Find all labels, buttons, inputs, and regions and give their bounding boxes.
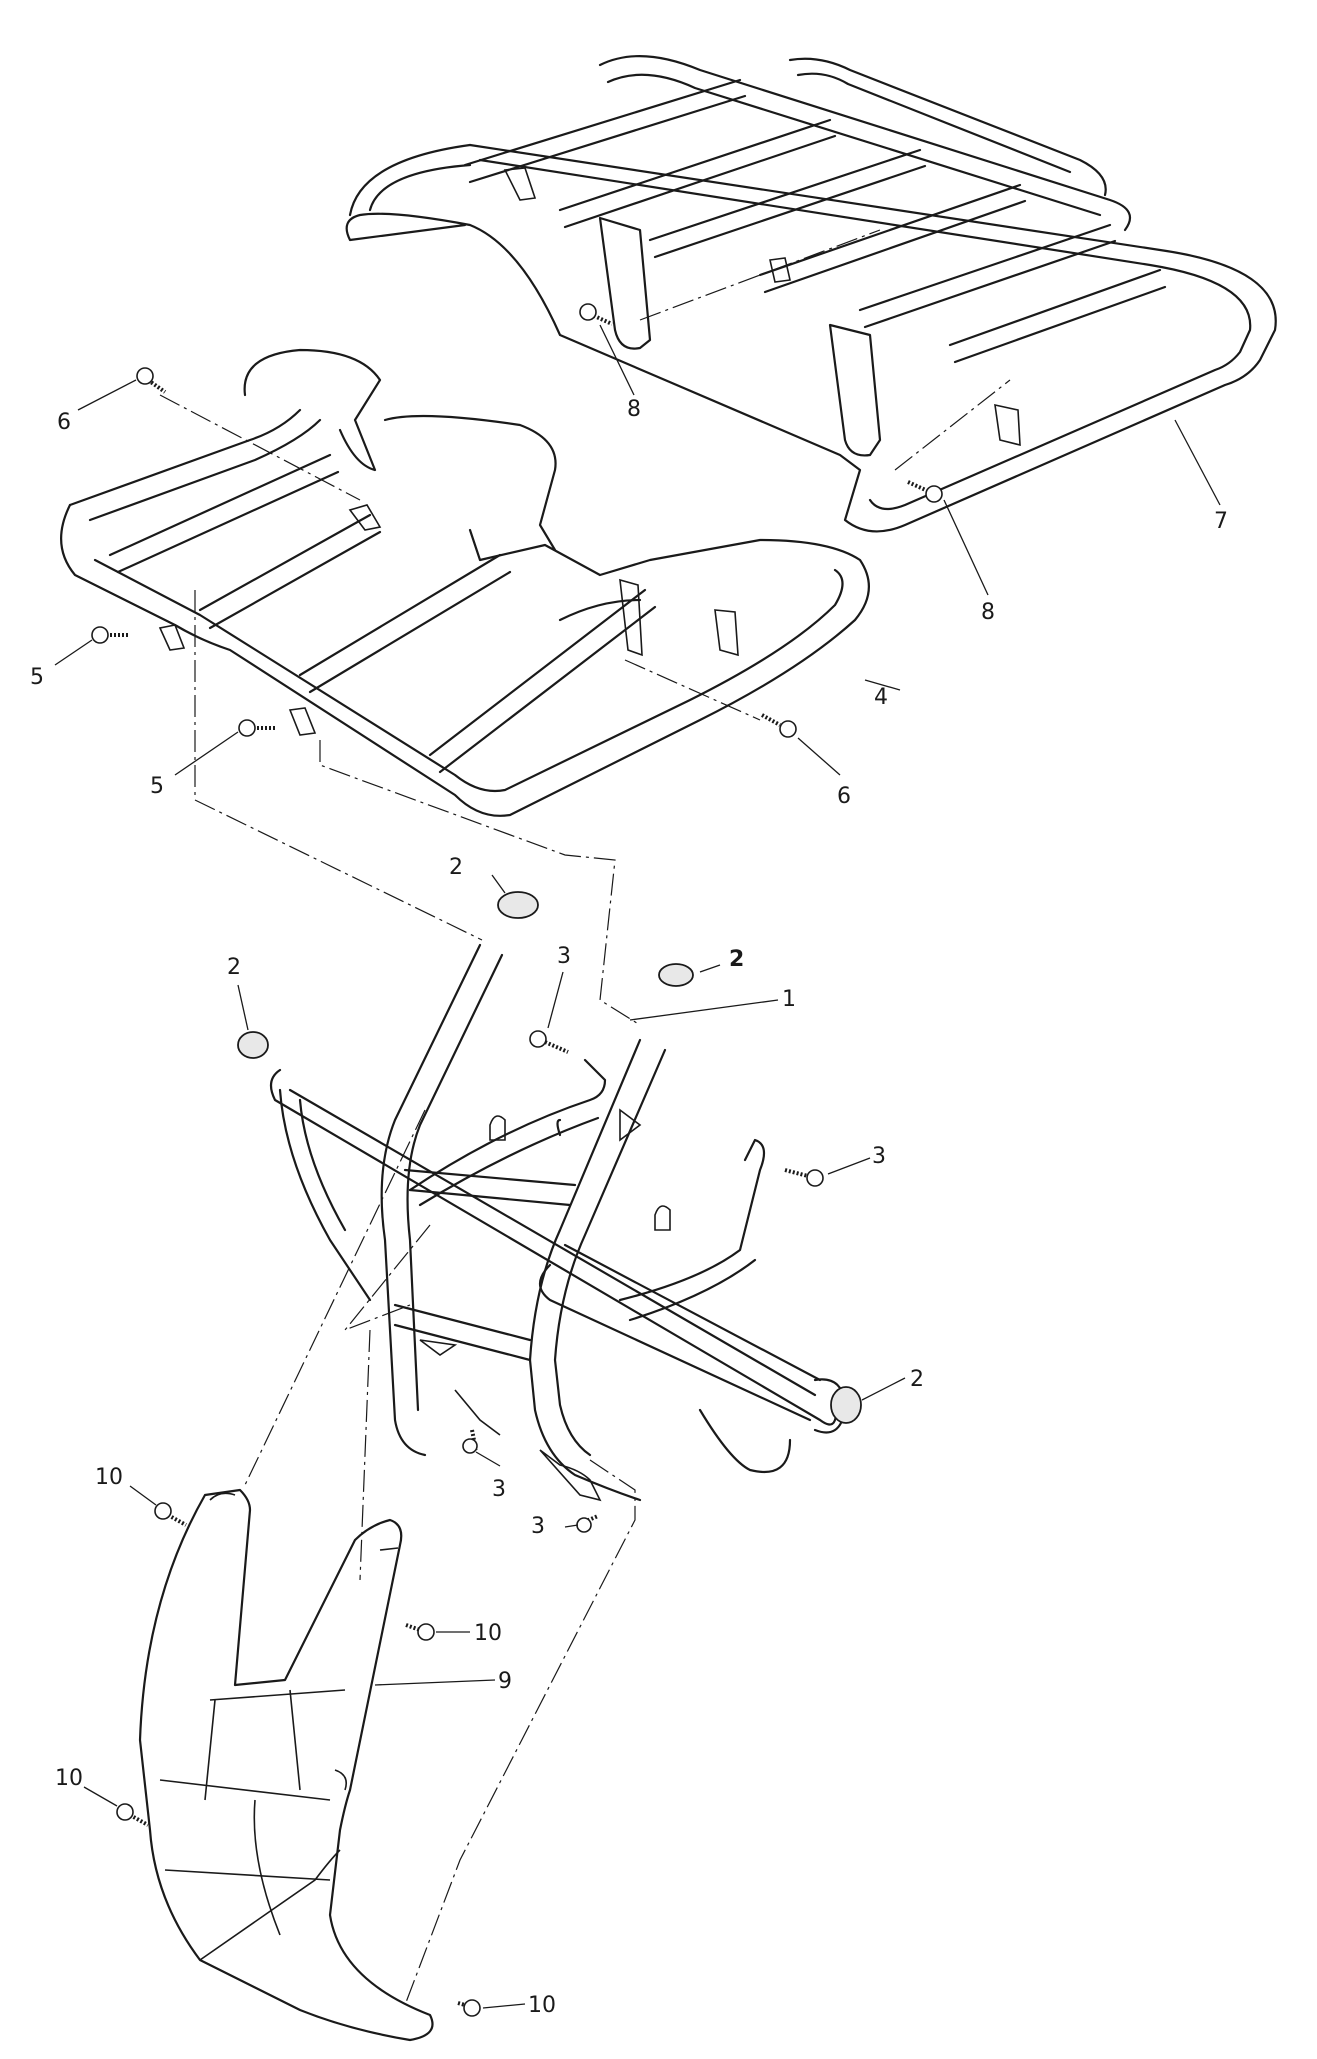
bolt-8-upper xyxy=(579,303,597,321)
end-cap-right xyxy=(830,1386,862,1424)
fasteners xyxy=(91,303,943,2017)
callout-6-right: 6 xyxy=(837,784,851,809)
callout-2-left: 2 xyxy=(227,955,241,980)
bolt-6-lower xyxy=(779,720,797,738)
callout-1: 1 xyxy=(782,987,796,1012)
bolt-10-top xyxy=(154,1502,172,1520)
callout-5-lower: 5 xyxy=(150,774,164,799)
bolt-3-lower-left xyxy=(462,1438,478,1454)
end-cap-left xyxy=(237,1031,269,1059)
leader-lines xyxy=(54,324,1221,2009)
callout-10-left: 10 xyxy=(55,1766,83,1791)
callout-5-left: 5 xyxy=(30,665,44,690)
callout-10-top: 10 xyxy=(95,1465,123,1490)
bolt-6-upper xyxy=(136,367,154,385)
bolt-3-right xyxy=(806,1169,824,1187)
bolt-5-upper xyxy=(91,626,109,644)
bolt-3-lower-right xyxy=(576,1517,592,1533)
callout-2-top: 2 xyxy=(449,855,463,880)
end-cap-top-left xyxy=(497,891,539,919)
callout-8-lower: 8 xyxy=(981,600,995,625)
bolt-10-bottom xyxy=(463,1999,481,2017)
callout-labels: 1 2 2 2 2 3 3 3 3 4 5 5 6 6 7 8 8 9 10 1… xyxy=(30,397,1228,2018)
callout-9: 9 xyxy=(498,1669,512,1694)
callout-2-top-right: 2 xyxy=(729,947,744,972)
bolt-10-mid xyxy=(417,1623,435,1641)
callout-4: 4 xyxy=(874,685,888,710)
callout-6-left: 6 xyxy=(57,410,71,435)
callout-10-mid: 10 xyxy=(474,1621,502,1646)
callout-3-top: 3 xyxy=(557,944,571,969)
callout-7: 7 xyxy=(1214,509,1228,534)
skid-plate xyxy=(138,1488,434,2042)
front-rack xyxy=(60,348,870,817)
bolt-8-lower xyxy=(925,485,943,503)
bumper-frame xyxy=(194,590,847,2006)
bolt-10-left xyxy=(116,1803,134,1821)
callout-3-lower: 3 xyxy=(492,1477,506,1502)
callout-10-bottom: 10 xyxy=(528,1993,556,2018)
callout-3-bottom: 3 xyxy=(531,1514,545,1539)
bolt-5-lower xyxy=(238,719,256,737)
end-cap-top-right xyxy=(658,963,694,987)
callout-3-right: 3 xyxy=(872,1144,886,1169)
bolt-3-top xyxy=(529,1030,547,1048)
callout-8-upper: 8 xyxy=(627,397,641,422)
rear-rack xyxy=(345,55,1277,533)
callout-2-right: 2 xyxy=(910,1367,924,1392)
